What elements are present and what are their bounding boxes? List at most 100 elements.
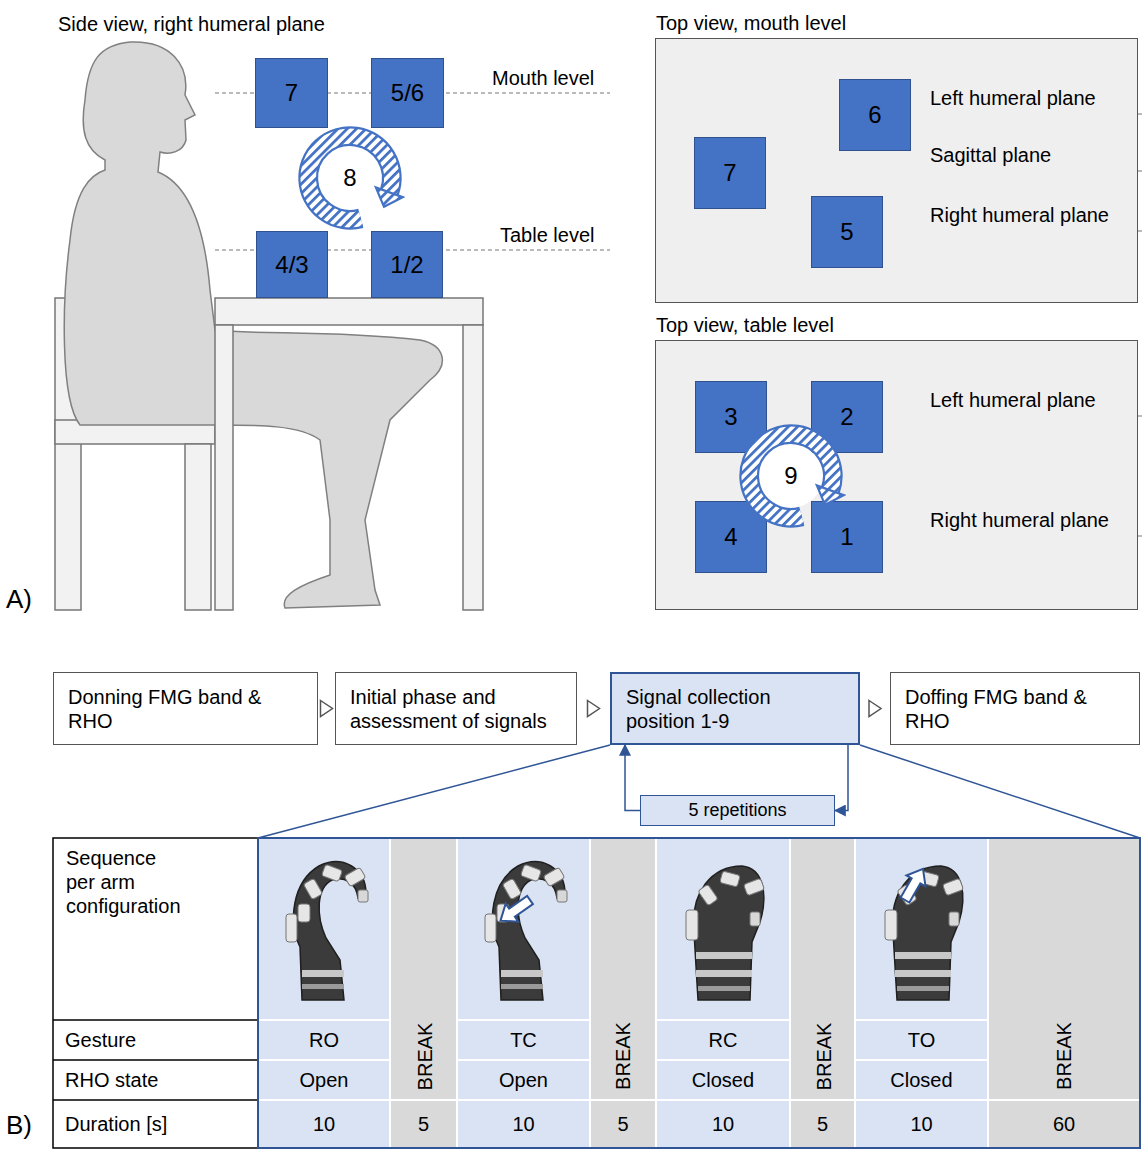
node-text: 8 [343,164,356,192]
table-cell: 60 [988,1100,1140,1148]
table-cell-text: BREAK [811,1022,835,1090]
sequence-table [855,1020,988,1060]
sequence-table [457,1060,590,1100]
table-cell-text: Open [300,1068,349,1092]
loop-line [835,745,848,811]
sequence-table [790,1100,855,1148]
sequence-table [258,1100,390,1148]
sequence-table [855,1060,988,1100]
flow-arrowhead [321,701,333,717]
node-text: 3 [724,403,737,431]
sequence-table [258,1060,390,1100]
table-cell-text: 5 [418,1112,429,1136]
sequence-table [656,1020,790,1060]
sequence-table [53,1059,258,1061]
row-heading: Gesture [53,1020,258,1060]
rotation-arrow [759,444,823,508]
row-heading: Sequence per arm configuration [66,846,186,918]
table-cell: 10 [457,1100,590,1148]
table-cell-text: 10 [512,1112,534,1136]
position-box: 7 [694,137,766,209]
table-cell-text: 10 [313,1112,335,1136]
node-text: 7 [285,79,298,107]
sequence-table [855,838,988,1020]
table-cell-text: 10 [712,1112,734,1136]
table-cell-text: TO [908,1028,935,1052]
orthosis-photo [494,891,536,930]
table-cell-text: 5 [617,1112,628,1136]
plane-label: Right humeral plane [930,508,1109,532]
plane-label: Left humeral plane [930,388,1096,412]
table-cell-text: RC [709,1028,738,1052]
node-text: 9 [784,462,797,490]
sequence-table [457,1100,590,1148]
level-label: Mouth level [492,66,594,90]
row-heading-text: Gesture [65,1028,136,1052]
table-cell: RO [258,1020,390,1060]
sequence-table [855,1100,988,1148]
table [215,325,233,610]
table-cell: Open [457,1060,590,1100]
sequence-table [656,1100,790,1148]
rotation-circle: 9 [736,421,846,531]
position-box: 1 [811,501,883,573]
orthosis-photo [485,862,567,1000]
orthosis-photo [895,863,932,905]
position-box: 4/3 [256,231,328,298]
table-cell: Closed [855,1060,988,1100]
node-text: 5 [840,218,853,246]
sequence-table [790,838,855,1100]
node-text: 5 repetitions [688,800,786,821]
node-text: Initial phase and assessment of signals [350,685,562,733]
process-box: Signal collection position 1-9 [610,672,860,745]
node-text: 1/2 [390,251,423,279]
rotation-circle: 8 [295,123,405,233]
process-box: Donning FMG band & RHO [53,672,318,745]
table-cell-text: Closed [890,1068,952,1092]
sequence-table [988,1100,1140,1148]
flow-connector [835,745,848,811]
sequence-table [390,1100,457,1148]
sequence-table [390,838,457,1100]
orthosis-photo [286,862,964,1000]
node-text: 1 [840,523,853,551]
node-text: Donning FMG band & RHO [68,685,303,733]
level-label: Table level [500,223,595,247]
table-cell: 10 [855,1100,988,1148]
sequence-table [590,1100,656,1148]
sequence-table [258,838,988,1148]
sequence-table [390,838,1140,1148]
sequence-table [258,838,1140,1148]
table-cell-text: 5 [817,1112,828,1136]
position-box: 7 [255,58,328,128]
orthosis-photo [286,862,368,1000]
node-text: 2 [840,403,853,431]
node-text: 7 [723,159,736,187]
flow-connector [625,745,640,811]
loop-box: 5 repetitions [640,795,835,826]
table-cell: BREAK [590,1012,656,1100]
row-heading-text: RHO state [65,1068,158,1092]
top-view-panel: Top view, mouth level675 [655,38,1138,303]
plane-label: Left humeral plane [930,86,1096,110]
sequence-table [53,838,1140,1148]
zoom-lines [258,745,1140,838]
sequence-table [53,838,258,1148]
table [215,298,483,610]
table-cell: Closed [656,1060,790,1100]
table-cell: RC [656,1020,790,1060]
table [215,298,483,325]
orthosis-photo [686,866,765,1000]
rotation-arrow [376,187,403,206]
flow-connector [869,701,881,717]
position-box: 6 [839,79,911,151]
position-box: 5 [811,196,883,268]
table-cell: 10 [656,1100,790,1148]
row-heading: RHO state [53,1060,258,1100]
table-cell: TC [457,1020,590,1060]
flow-arrowhead [588,701,600,717]
process-box: Initial phase and assessment of signals [335,672,577,745]
panel-letter: B) [6,1110,32,1141]
sequence-table [656,1060,790,1100]
table-cell: Open [258,1060,390,1100]
